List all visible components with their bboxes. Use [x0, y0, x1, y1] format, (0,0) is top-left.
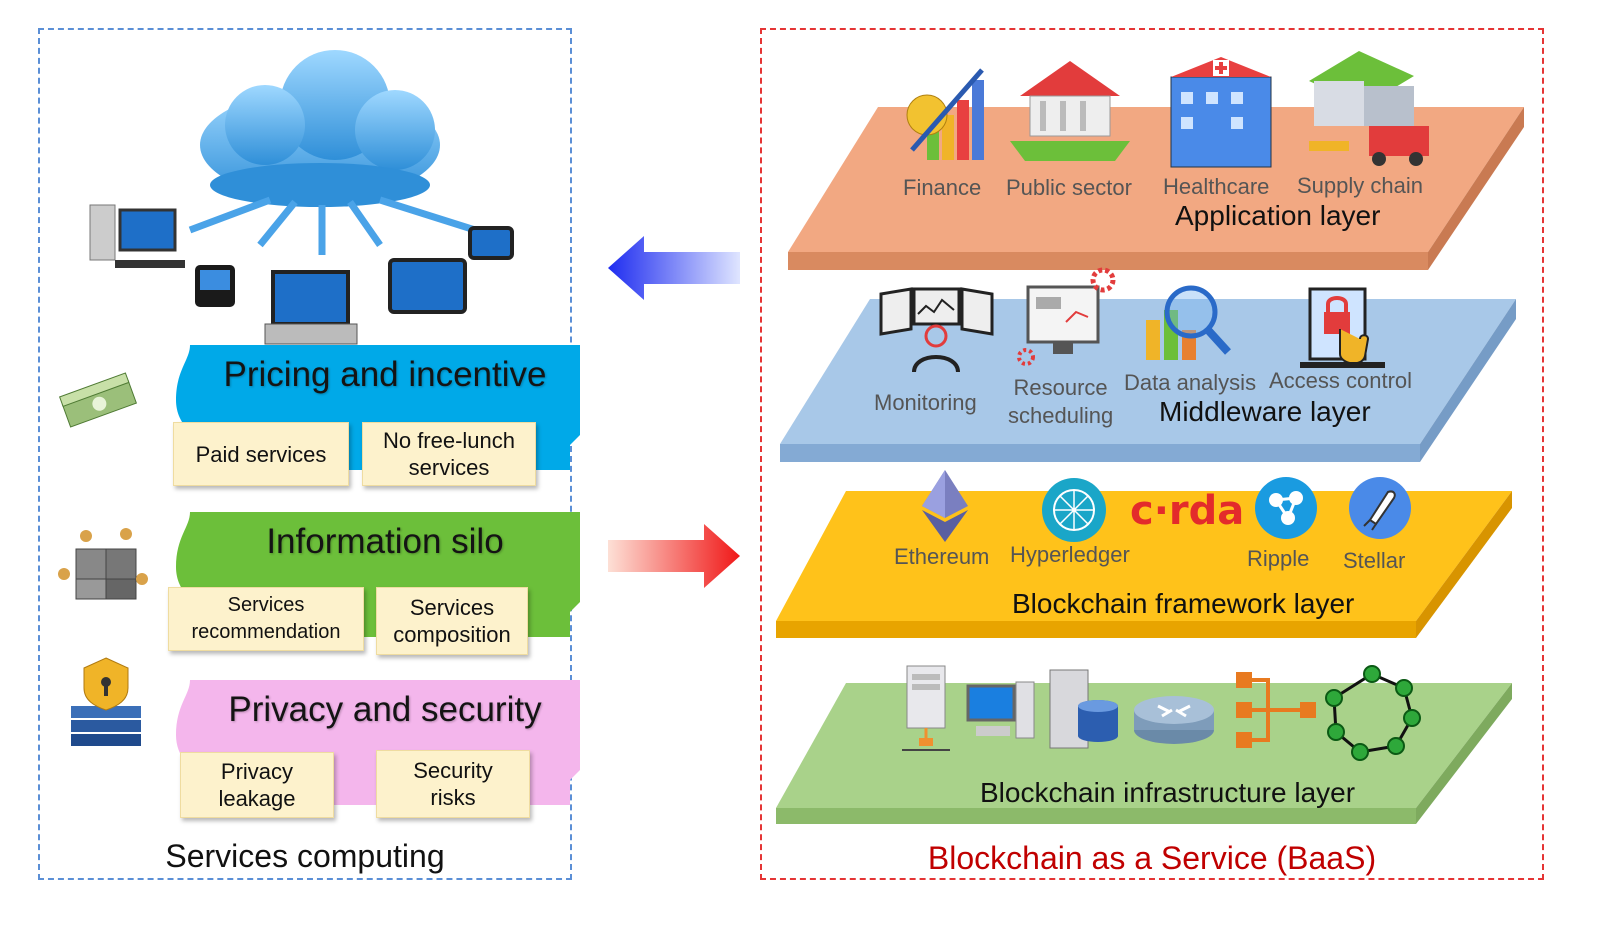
- services-computing-panel: Pricing and incentive Paid services No f…: [38, 28, 580, 880]
- laptop-icon: [264, 270, 358, 345]
- network-ring-icon: [1325, 665, 1421, 761]
- services-composition-box: Services composition: [376, 587, 528, 655]
- security-lock-icon: [71, 657, 141, 746]
- connection-arrows: [188, 196, 477, 255]
- section-title: Pricing and incentive: [223, 355, 547, 394]
- phone-icon: [468, 226, 514, 260]
- server-icon: [902, 665, 950, 751]
- healthcare-label: Healthcare: [1163, 174, 1270, 199]
- left-arrow-icon: [608, 236, 740, 300]
- public-sector-label: Public sector: [1006, 175, 1132, 200]
- stellar-label: Stellar: [1343, 548, 1406, 573]
- security-risks-box: Security risks: [376, 750, 530, 818]
- framework-layer-slab: [776, 491, 1512, 638]
- resource-scheduling-icon: [1017, 267, 1116, 366]
- access-control-label: Access control: [1269, 368, 1413, 393]
- data-analysis-label: Data analysis: [1124, 370, 1257, 395]
- smartphone-icon: [195, 265, 235, 307]
- money-icon: [58, 372, 138, 428]
- right-arrow-icon: [608, 524, 740, 588]
- application-layer-title: Application layer: [1175, 200, 1381, 231]
- supply-chain-label: Supply chain: [1297, 173, 1423, 198]
- corda-logo: c·rda: [1130, 488, 1245, 534]
- framework-layer-title: Blockchain framework layer: [1012, 588, 1355, 619]
- infrastructure-layer-title: Blockchain infrastructure layer: [980, 777, 1356, 808]
- paid-services-box: Paid services: [173, 422, 349, 486]
- switch-icon: [1236, 672, 1316, 748]
- panel-caption: Blockchain as a Service (BaaS): [927, 840, 1377, 876]
- services-recommendation-box: Services recommendation: [168, 587, 364, 651]
- router-icon: [1134, 696, 1214, 744]
- monitoring-label: Monitoring: [874, 390, 977, 415]
- privacy-leakage-box: Privacy leakage: [180, 752, 334, 818]
- infrastructure-layer-slab: [776, 683, 1512, 824]
- desktop-computer-icon: [89, 204, 185, 268]
- access-control-icon: [1300, 287, 1385, 368]
- middleware-layer-title: Middleware layer: [1159, 396, 1371, 427]
- no-free-lunch-box: No free-lunch services: [362, 422, 536, 486]
- baas-panel: Finance Public sector Healthcare Supply …: [760, 28, 1544, 880]
- database-icon: [1049, 669, 1118, 749]
- panel-caption: Services computing: [165, 838, 445, 874]
- ethereum-icon: [922, 470, 968, 542]
- supply-chain-icon: [1309, 51, 1429, 166]
- section-title: Privacy and security: [228, 690, 542, 729]
- ripple-icon: [1255, 477, 1317, 539]
- public-sector-icon: [1010, 61, 1130, 161]
- cloud-icon: [200, 50, 440, 207]
- resource-scheduling-label: Resource scheduling: [1008, 375, 1114, 428]
- cloud-computing-illustration: [89, 50, 514, 345]
- data-analysis-icon: [1146, 285, 1231, 360]
- ripple-label: Ripple: [1247, 546, 1310, 571]
- puzzle-people-icon: [58, 528, 148, 600]
- finance-label: Finance: [903, 175, 982, 200]
- ethereum-label: Ethereum: [894, 544, 990, 569]
- hyperledger-label: Hyperledger: [1010, 542, 1130, 567]
- tablet-icon: [388, 258, 467, 314]
- desktop-icon: [966, 681, 1035, 739]
- monitoring-icon: [879, 287, 994, 373]
- healthcare-icon: [1170, 57, 1272, 168]
- hyperledger-icon: [1042, 478, 1106, 542]
- section-title: Information silo: [266, 522, 504, 561]
- stellar-icon: [1349, 477, 1411, 539]
- finance-icon: [906, 68, 984, 160]
